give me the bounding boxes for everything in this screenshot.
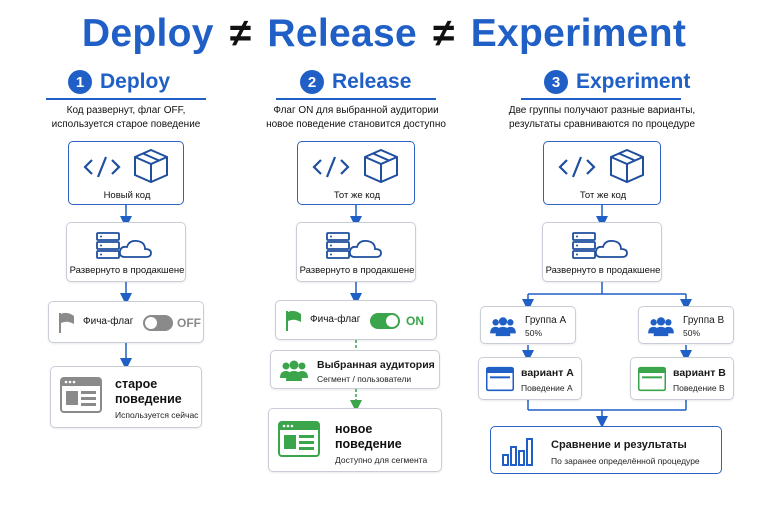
server-cloud-icon	[326, 232, 382, 259]
server-cloud-icon	[572, 232, 628, 259]
col2-audience-box: Выбранная аудитория Сегмент / пользовате…	[270, 350, 440, 389]
results-box: Сравнение и результаты По заранее опреде…	[490, 426, 722, 474]
col2-new-sub: Доступно для сегмента	[335, 455, 428, 465]
users-icon	[280, 360, 308, 381]
col2-desc-line2: новое поведение становится доступно	[266, 119, 446, 130]
col1-number: 1	[68, 70, 92, 94]
col2-flag-box: Фича-флаг ON	[275, 300, 437, 340]
col3-desc-line1: Две группы получают разные варианты,	[508, 105, 696, 116]
col2-new-title: новое поведение	[335, 422, 402, 452]
group-b-title: Группа B	[683, 315, 725, 326]
col1-description: Код развернут, флаг OFF, используется ст…	[20, 104, 232, 132]
col2-new-title-line1: новое	[335, 422, 373, 436]
col2-new-box: новое поведение Доступно для сегмента	[268, 408, 442, 472]
col1-toggle[interactable]	[143, 315, 173, 331]
col3-desc-line2: результаты сравниваются по процедуре	[508, 119, 696, 130]
col2-new-title-line2: поведение	[335, 437, 402, 451]
col2-flag-state: ON	[406, 314, 424, 328]
col3-code-label: Тот же код	[579, 190, 627, 201]
col2-prod-box: Развернуто в продакшене	[296, 222, 416, 282]
group-a-title: Группа A	[525, 315, 567, 326]
col1-old-title-line1: старое	[115, 377, 158, 391]
toggle-knob	[145, 317, 157, 329]
col1-old-box: старое поведение Используется сейчас	[50, 366, 202, 428]
col1-flag-state: OFF	[177, 316, 201, 330]
group-b-box: Группа B 50%	[638, 306, 734, 344]
col1-old-title-line2: поведение	[115, 392, 182, 406]
window-icon	[60, 377, 102, 413]
col3-heading-text: Experiment	[576, 70, 691, 93]
col2-audience-sub: Сегмент / пользователи	[317, 374, 412, 384]
results-title: Сравнение и результаты	[551, 439, 687, 451]
box-icon	[134, 148, 168, 184]
col2-heading-text: Release	[332, 70, 412, 93]
col1-old-sub: Используется сейчас	[115, 410, 199, 420]
col1-old-title: старое поведение	[115, 377, 182, 407]
code-icon	[558, 156, 596, 178]
col1-heading-text: Deploy	[100, 70, 171, 93]
col2-underline	[276, 98, 436, 100]
toggle-knob	[386, 315, 398, 327]
group-b-pct: 50%	[683, 328, 701, 338]
variant-a-title: вариант A	[521, 367, 574, 379]
col3-underline	[521, 98, 681, 100]
users-icon	[648, 317, 674, 337]
col1-underline	[46, 98, 206, 100]
title-deploy: Deploy	[81, 12, 214, 55]
col2-audience-title: Выбранная аудитория	[317, 359, 435, 371]
results-sub: По заранее определённой процедуре	[551, 456, 700, 466]
col3-prod-box: Развернуто в продакшене	[542, 222, 662, 282]
col1-desc-line1: Код развернут, флаг OFF,	[66, 105, 186, 116]
variant-b-box: вариант B Поведение B	[630, 357, 734, 400]
col3-prod-label: Развернуто в продакшене	[545, 265, 661, 276]
col1-prod-box: Развернуто в продакшене	[66, 222, 186, 282]
col2-code-box: Тот же код	[297, 141, 415, 205]
window-icon	[278, 421, 320, 457]
col1-code-label: Новый код	[103, 190, 151, 201]
flag-icon	[59, 312, 74, 333]
code-icon	[312, 156, 350, 178]
col2-heading: 2 Release	[300, 70, 411, 94]
title-sep-1: ≠	[229, 12, 252, 55]
col3-code-box: Тот же код	[543, 141, 661, 205]
col1-flag-label: Фича-флаг	[83, 316, 134, 327]
col2-flag-label: Фича-флаг	[310, 314, 361, 325]
box-icon	[610, 148, 644, 184]
col2-description: Флаг ON для выбранной аудитории новое по…	[246, 104, 466, 132]
variant-b-title: вариант B	[673, 367, 726, 379]
col1-prod-label: Развернуто в продакшене	[69, 265, 185, 276]
col3-number: 3	[544, 70, 568, 94]
variant-a-sub: Поведение A	[521, 383, 573, 393]
col2-desc-line1: Флаг ON для выбранной аудитории	[273, 105, 439, 116]
col2-code-label: Тот же код	[333, 190, 381, 201]
title-release: Release	[267, 12, 417, 55]
col2-number: 2	[300, 70, 324, 94]
col3-heading: 3 Experiment	[544, 70, 690, 94]
variant-a-box: вариант A Поведение A	[478, 357, 582, 400]
col1-desc-line2: используется старое поведение	[51, 119, 201, 130]
flag-icon	[286, 310, 301, 331]
col1-flag-box: Фича-флаг OFF	[48, 301, 204, 343]
window-icon	[638, 366, 666, 392]
group-a-pct: 50%	[525, 328, 543, 338]
users-icon	[490, 317, 516, 337]
page-title: Deploy ≠ Release ≠ Experiment	[0, 12, 768, 56]
bar-chart-icon	[502, 438, 533, 466]
title-experiment: Experiment	[470, 12, 687, 55]
server-cloud-icon	[96, 232, 152, 259]
code-icon	[83, 156, 121, 178]
col3-description: Две группы получают разные варианты, рез…	[492, 104, 712, 132]
box-icon	[364, 148, 398, 184]
window-icon	[486, 366, 514, 392]
group-a-box: Группа A 50%	[480, 306, 576, 344]
title-sep-2: ≠	[432, 12, 455, 55]
col2-toggle[interactable]	[370, 313, 400, 329]
variant-b-sub: Поведение B	[673, 383, 725, 393]
col1-heading: 1 Deploy	[68, 70, 170, 94]
col1-code-box: Новый код	[68, 141, 184, 205]
col2-prod-label: Развернуто в продакшене	[299, 265, 415, 276]
